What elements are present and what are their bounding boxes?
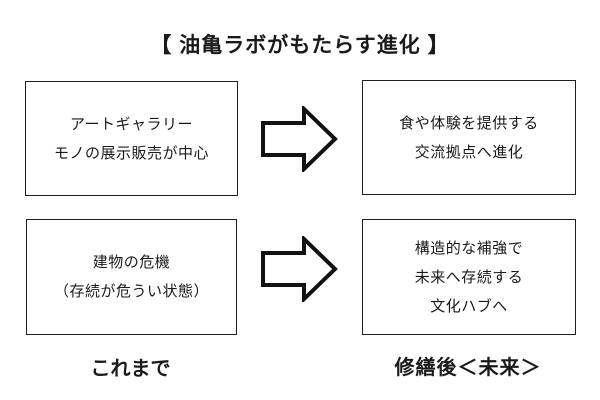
right-arrow-icon xyxy=(260,236,338,302)
box-line: モノの展示販売が中心 xyxy=(53,144,209,162)
before-box-gallery: アートギャラリー モノの展示販売が中心 xyxy=(25,81,238,196)
column-label-after: 修繕後＜未来＞ xyxy=(394,357,542,379)
before-box-building-crisis: 建物の危機 （存続が危うい状態） xyxy=(26,219,237,335)
right-arrow-icon xyxy=(260,106,338,172)
box-line: （存続が危うい状態） xyxy=(53,283,209,300)
box-line: 未来へ存続する xyxy=(414,268,524,286)
box-line: 食や体験を提供する xyxy=(399,114,539,132)
box-line: 建物の危機 xyxy=(92,254,171,271)
after-box-exchange-hub: 食や体験を提供する 交流拠点へ進化 xyxy=(362,80,576,195)
box-line: 文化ハブへ xyxy=(430,297,508,315)
column-label-before: これまで xyxy=(90,358,171,380)
box-line: アートギャラリー xyxy=(69,115,194,133)
after-box-culture-hub: 構造的な補強で 未来へ存続する 文化ハブへ xyxy=(362,219,576,335)
box-line: 交流拠点へ進化 xyxy=(414,143,524,161)
page-title: 【 油亀ラボがもたらす進化 】 xyxy=(150,34,450,57)
box-line: 構造的な補強で xyxy=(414,239,524,257)
